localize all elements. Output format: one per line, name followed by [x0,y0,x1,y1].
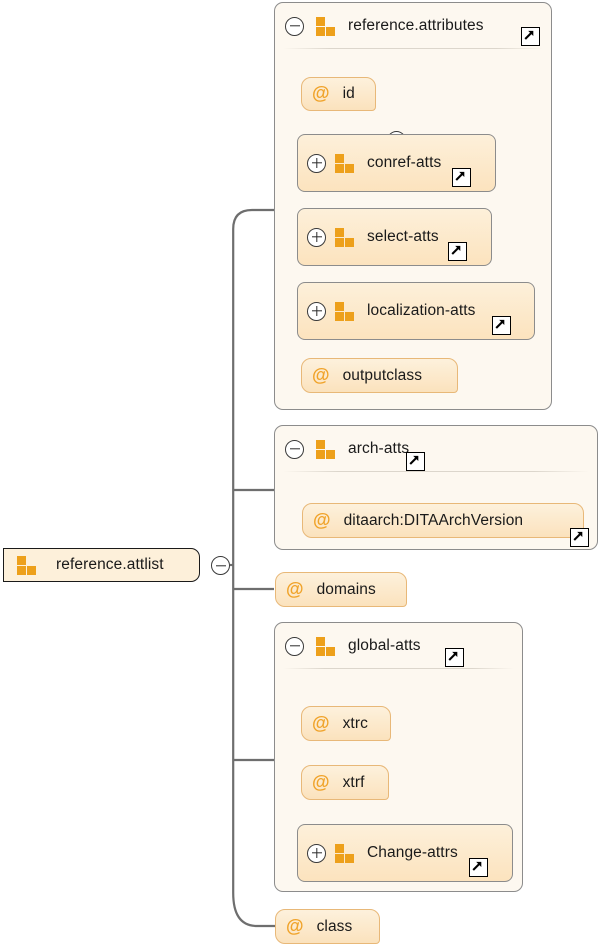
container-header-arch-atts: arch-atts [275,426,597,472]
at-sign-icon: @ [312,712,330,733]
attribute-label: xtrf [342,773,365,791]
container-label: arch-atts [348,440,410,457]
external-link-icon[interactable] [452,168,471,187]
attribute-group-select-atts[interactable]: select-atts [297,208,492,266]
at-sign-icon: @ [313,509,331,530]
attribute-id[interactable]: @ id [301,77,376,111]
attribute-group-label: Change-attrs [367,844,458,861]
at-sign-icon: @ [312,83,330,103]
external-link-icon[interactable] [570,528,589,547]
attribute-label: outputclass [342,366,423,384]
attribute-group-localization-atts[interactable]: localization-atts [297,282,535,340]
conref-atts-expand-toggle[interactable] [307,153,326,173]
root-collapse-toggle[interactable] [211,556,230,575]
attribute-group-label: localization-atts [367,302,476,319]
reference-attributes-collapse-toggle[interactable] [285,16,304,36]
container-label: global-atts [348,637,421,654]
attribute-group-Change-attrs[interactable]: Change-attrs [297,824,513,882]
group-icon [17,555,38,575]
external-link-icon[interactable] [445,648,464,667]
container-header-reference-attributes: reference.attributes [275,3,551,49]
global-atts-collapse-toggle[interactable] [285,636,304,656]
container-reference-attributes: reference.attributes @ id conref-atts [274,2,552,410]
external-link-icon[interactable] [492,316,511,335]
at-sign-icon: @ [312,771,330,792]
attribute-ditaarch-DITAArchVersion[interactable]: @ ditaarch:DITAArchVersion [302,503,584,538]
attribute-label: ditaarch:DITAArchVersion [343,511,524,529]
attribute-group-conref-atts[interactable]: conref-atts [297,134,496,192]
select-atts-expand-toggle[interactable] [307,227,326,247]
root-element-reference-attlist[interactable]: reference.attlist [3,548,200,582]
attribute-label: xtrc [342,714,368,732]
group-icon [335,153,356,173]
attribute-class[interactable]: @ class [275,909,380,944]
group-icon [316,439,337,459]
container-arch-atts: arch-atts @ ditaarch:DITAArchVersion [274,425,598,550]
attribute-label: domains [316,580,376,598]
group-icon [316,16,337,36]
at-sign-icon: @ [286,578,304,599]
container-label: reference.attributes [348,17,484,34]
at-sign-icon: @ [286,915,304,936]
external-link-icon[interactable] [406,452,425,471]
at-sign-icon: @ [312,364,330,385]
attribute-xtrc[interactable]: @ xtrc [301,706,391,741]
group-icon [335,227,356,247]
attribute-group-label: select-atts [367,228,439,245]
attribute-outputclass[interactable]: @ outputclass [301,358,458,393]
attribute-domains[interactable]: @ domains [275,572,407,607]
external-link-icon[interactable] [448,242,467,261]
attribute-xtrf[interactable]: @ xtrf [301,765,389,800]
container-global-atts: global-atts @ xtrc @ xtrf Change-attrs [274,622,523,892]
attribute-group-label: conref-atts [367,154,442,171]
external-link-icon[interactable] [521,27,540,46]
container-header-global-atts: global-atts [275,623,522,669]
external-link-icon[interactable] [469,858,488,877]
attribute-label: class [316,917,353,935]
group-icon [335,301,356,321]
attribute-label: id [342,85,355,102]
Change-attrs-expand-toggle[interactable] [307,843,326,863]
localization-atts-expand-toggle[interactable] [307,301,326,321]
group-icon [316,636,337,656]
arch-atts-collapse-toggle[interactable] [285,439,304,459]
root-label: reference.attlist [56,556,164,573]
group-icon [335,843,356,863]
